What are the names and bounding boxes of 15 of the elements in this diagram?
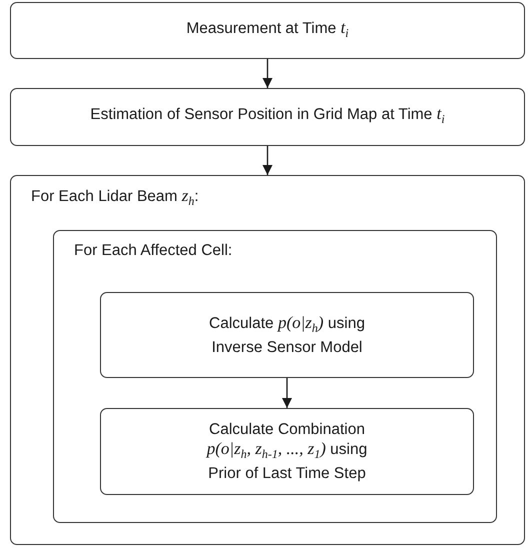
process-box <box>100 292 474 378</box>
loop-box <box>53 230 497 523</box>
loop-heading: For Each Affected Cell: <box>74 242 232 259</box>
step-text: Measurement at Time t$_{i}$ <box>186 18 349 42</box>
step-text: Calculate p(o|z$_{h}$) using Inverse Sensor Model <box>208 312 366 358</box>
step-text: Estimation of Sensor Position in Grid Map at Time t$_{i}$ <box>90 104 445 129</box>
process-box <box>10 2 525 59</box>
arrow <box>262 146 272 175</box>
arrow <box>282 378 292 408</box>
arrow <box>262 59 272 88</box>
loop-box <box>10 175 525 545</box>
step-text: Calculate Combination p(o|z$_{h}$, z$_{h-1}$, ..., z$_{1}$) using Prior of Last Time Step <box>204 420 368 484</box>
loop-heading: For Each Lidar Beam z$_{h}$: <box>31 188 199 205</box>
process-box <box>100 408 474 495</box>
process-box <box>10 88 525 146</box>
